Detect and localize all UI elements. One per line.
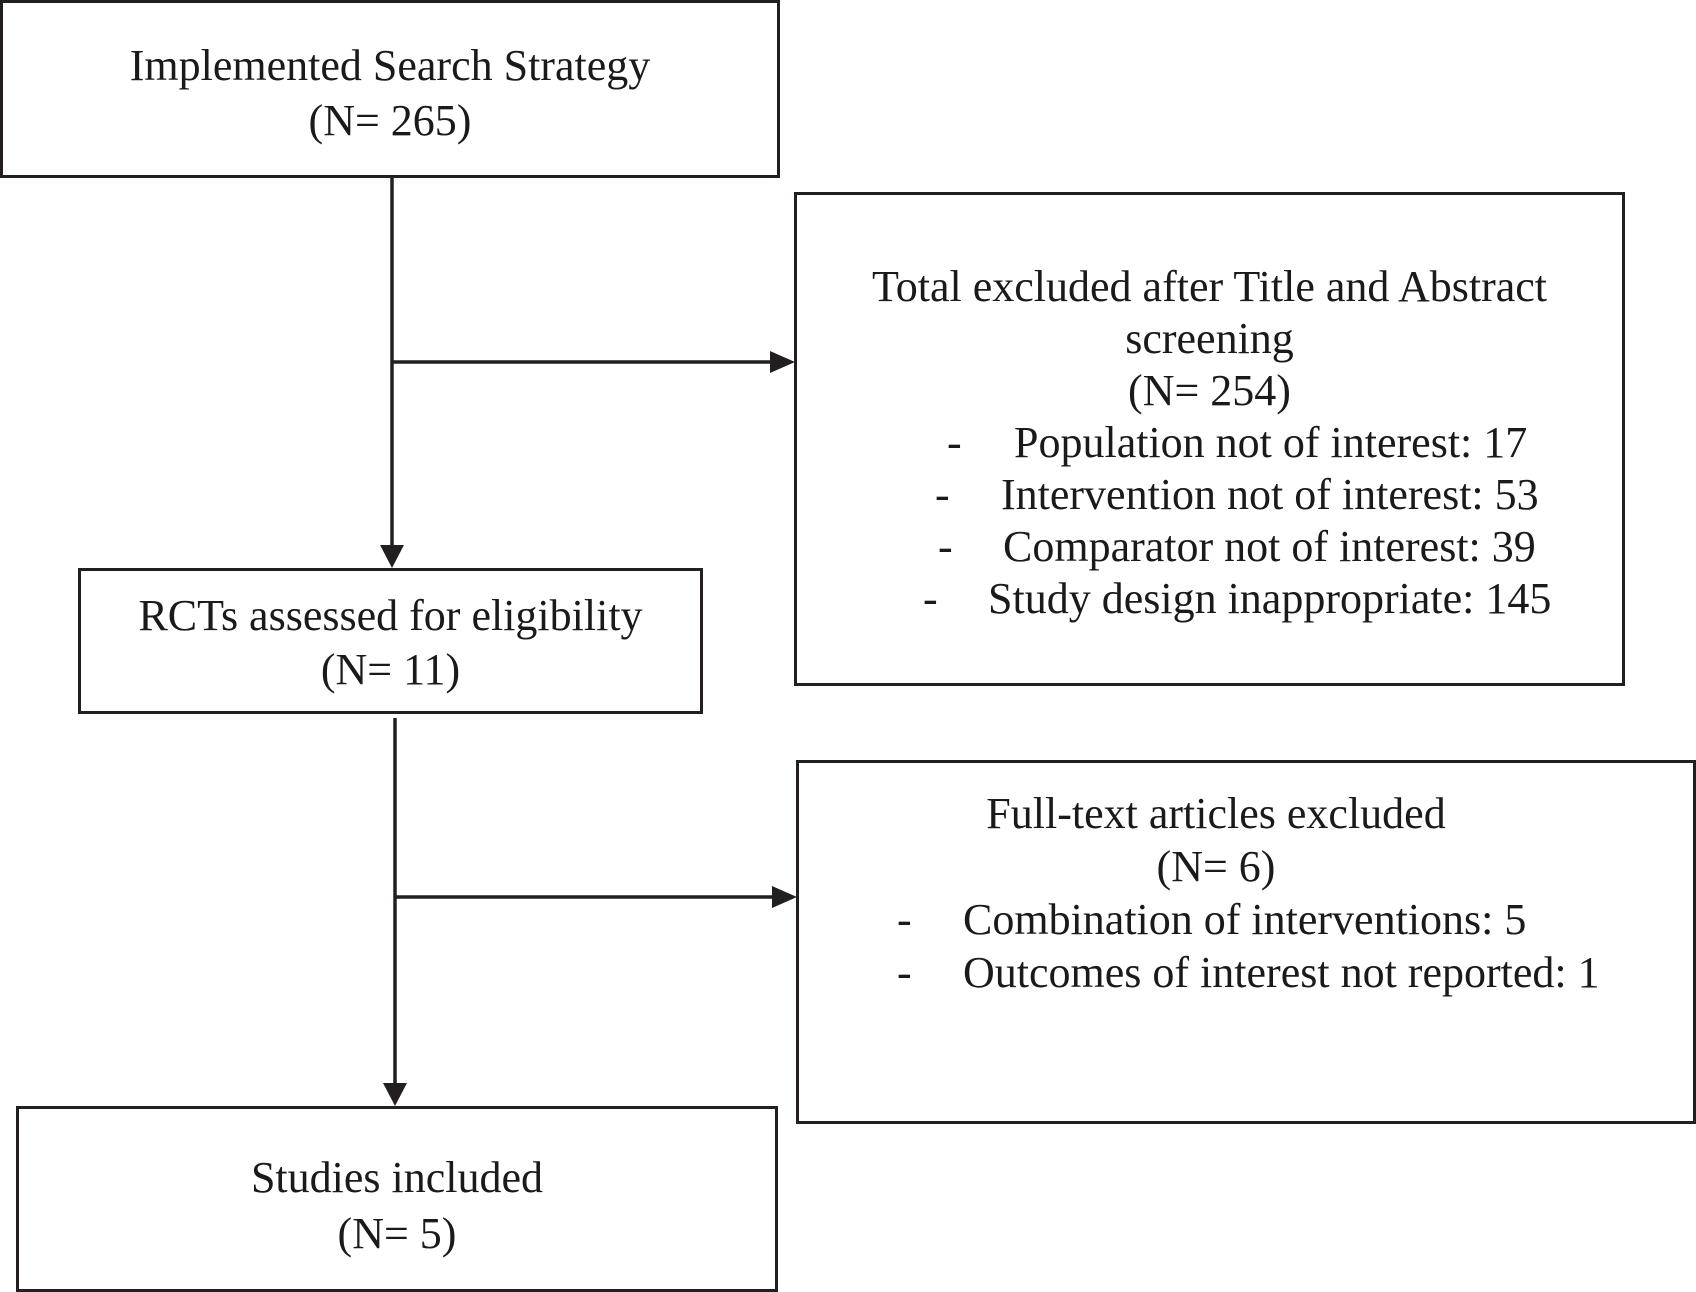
identification-count: (N= 265) xyxy=(308,96,472,145)
identification-box: Implemented Search Strategy (N= 265) xyxy=(0,0,780,178)
included-title: Studies included xyxy=(250,1153,544,1202)
fulltext-excluded-count: (N= 6) xyxy=(1156,842,1276,891)
screening-reason-text: Intervention not of interest: 53 xyxy=(1001,470,1539,519)
included-box: Studies included (N= 5) xyxy=(16,1106,778,1292)
fulltext-excluded-title: Full-text articles excluded xyxy=(986,789,1446,838)
screening-excluded-title-line2: screening xyxy=(1125,314,1294,363)
screening-excluded-title-line1: Total excluded after Title and Abstract xyxy=(871,262,1548,311)
bullet-dash: - xyxy=(897,895,912,944)
arrow-down-eligibility-icon xyxy=(380,545,404,568)
screening-reason-text: Comparator not of interest: 39 xyxy=(1003,522,1536,571)
bullet-dash: - xyxy=(923,574,938,623)
fulltext-reason-text: Combination of interventions: 5 xyxy=(963,895,1527,944)
included-count: (N= 5) xyxy=(337,1209,457,1258)
eligibility-title: RCTs assessed for eligibility xyxy=(138,591,643,640)
fulltext-excluded-box: Full-text articles excluded (N= 6) - Com… xyxy=(796,760,1696,1124)
screening-excluded-box: Total excluded after Title and Abstract … xyxy=(794,192,1625,686)
eligibility-count: (N= 11) xyxy=(320,645,461,694)
bullet-dash: - xyxy=(935,470,950,519)
fulltext-reason-text: Outcomes of interest not reported: 1 xyxy=(963,948,1600,997)
screening-reason-text: Population not of interest: 17 xyxy=(1014,418,1528,467)
bullet-dash: - xyxy=(897,948,912,997)
screening-reason-text: Study design inappropriate: 145 xyxy=(988,574,1552,623)
arrow-down-included-icon xyxy=(383,1083,407,1106)
eligibility-box: RCTs assessed for eligibility (N= 11) xyxy=(78,568,703,714)
arrow-right-screening-excluded-icon xyxy=(770,351,795,373)
identification-title: Implemented Search Strategy xyxy=(129,41,651,90)
arrow-right-fulltext-excluded-icon xyxy=(772,886,797,908)
bullet-dash: - xyxy=(947,418,962,467)
bullet-dash: - xyxy=(938,522,953,571)
screening-excluded-count: (N= 254) xyxy=(1128,366,1291,415)
